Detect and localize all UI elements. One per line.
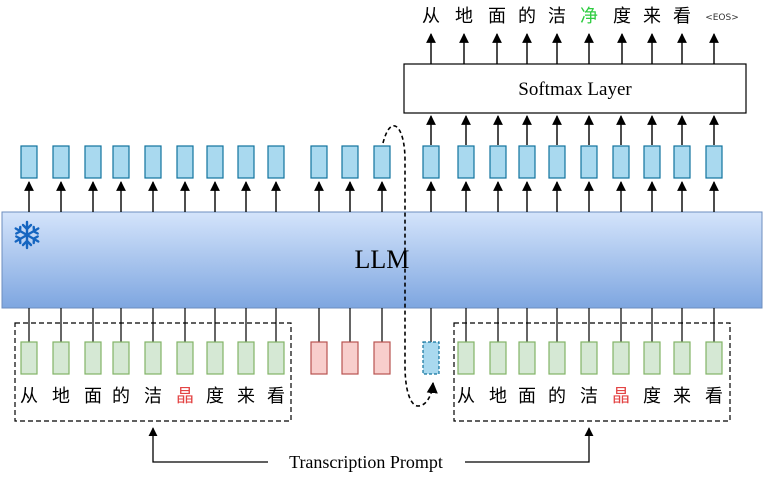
separator-token: [422, 341, 440, 375]
output_chars-char: 看: [673, 6, 691, 27]
text-token: [20, 341, 38, 375]
output_chars-char: 从: [422, 6, 440, 27]
output_chars-char: 度: [613, 6, 631, 27]
hidden-token: [673, 145, 691, 179]
hidden-token: [84, 145, 102, 179]
input_left_chars-char: 的: [112, 386, 130, 407]
hidden-token: [373, 145, 391, 179]
text-token: [84, 341, 102, 375]
input_right_chars-char: 的: [548, 386, 566, 407]
input_right_chars-char: 从: [457, 386, 475, 407]
input_right_chars-char: 洁: [580, 386, 598, 407]
hidden-token: [52, 145, 70, 179]
audio-token: [341, 341, 359, 375]
output_chars-char: 净: [580, 6, 598, 27]
prompt-box-right: [453, 322, 731, 422]
hidden-token: [518, 145, 536, 179]
text-token: [612, 341, 630, 375]
prompt-label: Transcription Prompt: [289, 452, 443, 472]
text-token: [206, 341, 224, 375]
output_chars-char: 来: [643, 6, 661, 27]
input_right_chars-char: 度: [643, 386, 661, 407]
hidden-token: [310, 145, 328, 179]
hidden-token: [176, 145, 194, 179]
audio-token: [310, 341, 328, 375]
hidden-token: [489, 145, 507, 179]
text-token: [237, 341, 255, 375]
snowflake-icon: [14, 220, 40, 250]
autoregressive-loop: [382, 124, 438, 407]
text-token: [580, 341, 598, 375]
hidden-token: [705, 145, 723, 179]
text-token: [518, 341, 536, 375]
hidden-token: [643, 145, 661, 179]
text-token: [176, 341, 194, 375]
input_left_chars-char: 洁: [144, 386, 162, 407]
hidden-token: [341, 145, 359, 179]
input_left_chars-char: 度: [206, 386, 224, 407]
text-token: [673, 341, 691, 375]
hidden-token: [112, 145, 130, 179]
softmax-label: Softmax Layer: [518, 79, 632, 100]
llm-label: LLM: [355, 245, 410, 274]
input_left_chars-char: 地: [52, 386, 70, 407]
hidden-token: [422, 145, 440, 179]
text-token: [548, 341, 566, 375]
text-token: [52, 341, 70, 375]
prompt-connector-right: [465, 427, 594, 463]
text-token: [267, 341, 285, 375]
prompt-connector: [148, 427, 268, 463]
hidden-token: [20, 145, 38, 179]
hidden-token: [267, 145, 285, 179]
output_chars-char: 面: [488, 6, 506, 27]
text-token: [643, 341, 661, 375]
input_right_chars-char: 晶: [612, 386, 630, 407]
input_left_chars-char: 面: [84, 386, 102, 407]
hidden-token: [580, 145, 598, 179]
text-token: [489, 341, 507, 375]
eos-token: <EOS>: [705, 13, 739, 23]
softmax-layer: [403, 63, 747, 114]
output_chars-char: 洁: [548, 6, 566, 27]
output_chars-char: 的: [518, 6, 536, 27]
hidden-token: [612, 145, 630, 179]
input_left_chars-char: 看: [267, 386, 285, 407]
input_left_chars-char: 从: [20, 386, 38, 407]
output_chars-char: 地: [455, 6, 473, 27]
input_right_chars-char: 地: [489, 386, 507, 407]
hidden-token: [237, 145, 255, 179]
input_left_chars-char: 来: [237, 386, 255, 407]
hidden-token: [548, 145, 566, 179]
text-token: [457, 341, 475, 375]
hidden-token: [206, 145, 224, 179]
input_right_chars-char: 看: [705, 386, 723, 407]
text-token: [144, 341, 162, 375]
hidden-token: [457, 145, 475, 179]
input_left_chars-char: 晶: [176, 386, 194, 407]
text-token: [112, 341, 130, 375]
hidden-token: [144, 145, 162, 179]
input_right_chars-char: 来: [673, 386, 691, 407]
text-token: [705, 341, 723, 375]
audio-token: [373, 341, 391, 375]
llm-block: [1, 211, 763, 309]
input_right_chars-char: 面: [518, 386, 536, 407]
